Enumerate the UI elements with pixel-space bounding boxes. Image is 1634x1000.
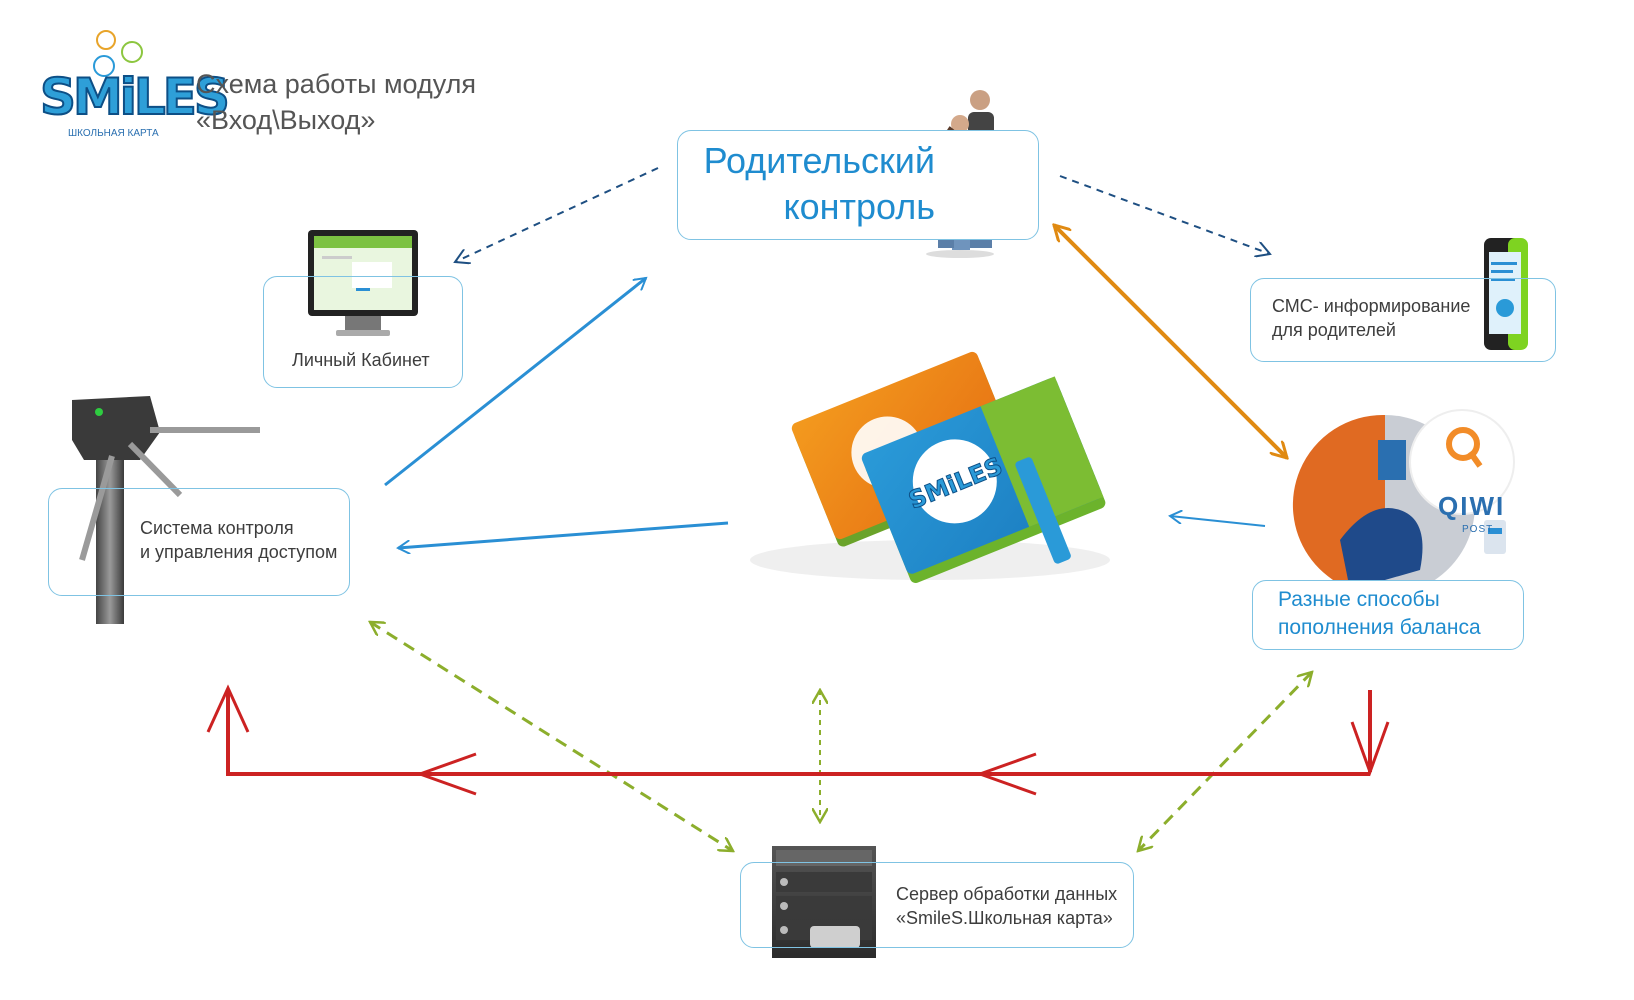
server-illustration [772, 846, 876, 958]
smiles-faces-icon [93, 30, 143, 77]
page-title-line1: Схема работы модуля [196, 69, 477, 99]
turnstile-illustration [72, 396, 260, 624]
smiles-logo: SMiLES ШКОЛЬНАЯ КАРТА [39, 30, 231, 140]
personal-cabinet-box [263, 276, 463, 388]
server-label: Сервер обработки данных «SmileS.Школьная… [896, 882, 1117, 930]
page-title-line2: «Вход\Выход» [196, 105, 376, 135]
parent-control-label: Родительский контроль [695, 138, 935, 230]
sms-box [1250, 278, 1556, 362]
logo-brand: SMiLES [39, 67, 231, 127]
payment-line1: Разные способы [1278, 588, 1440, 611]
payment-line2: пополнения баланса [1278, 616, 1481, 639]
parent-control-line2: контроль [783, 186, 935, 227]
access-control-line2: и управления доступом [140, 542, 338, 562]
sms-line2: для родителей [1272, 320, 1396, 340]
phone-illustration [1484, 238, 1528, 350]
sms-line1: СМС- информирование [1272, 296, 1471, 316]
arrow-cards-to-access [398, 521, 729, 548]
monitor-illustration [308, 230, 418, 336]
arrow-payment-server [1138, 672, 1312, 851]
arrow-access-server [370, 622, 733, 851]
logo-subtitle: ШКОЛЬНАЯ КАРТА [68, 128, 159, 139]
parent-control-box [677, 130, 1039, 240]
access-control-line1: Система контроля [140, 518, 294, 538]
server-box [740, 862, 1134, 948]
personal-cabinet-label: Личный Кабинет [292, 350, 430, 370]
arrow-payment-to-cards [1170, 516, 1266, 527]
red-return-path [206, 684, 1390, 796]
sms-label: СМС- информирование для родителей [1272, 294, 1470, 342]
qiwi-logo-text: QIWI [1438, 491, 1506, 521]
smiles-cards-illustration: SMiLES [750, 351, 1110, 583]
arrow-parent-to-sms [1059, 175, 1270, 254]
qiwi-post-text: POST [1462, 524, 1494, 535]
access-control-box [48, 488, 350, 596]
access-control-label: Система контроля и управления доступом [140, 516, 337, 564]
arrow-access-to-parent [384, 278, 646, 487]
server-line2: «SmileS.Школьная карта» [896, 908, 1113, 928]
arrow-parent-to-cabinet [455, 167, 659, 262]
payment-box [1252, 580, 1524, 650]
payment-label: Разные способы пополнения баланса [1278, 586, 1481, 642]
payment-terminal-illustration [1292, 409, 1515, 596]
server-line1: Сервер обработки данных [896, 884, 1118, 904]
arrow-parent-payment [1054, 225, 1287, 458]
page-title: Схема работы модуля «Вход\Выход» [196, 66, 476, 138]
parent-control-line1: Родительский [703, 140, 935, 181]
